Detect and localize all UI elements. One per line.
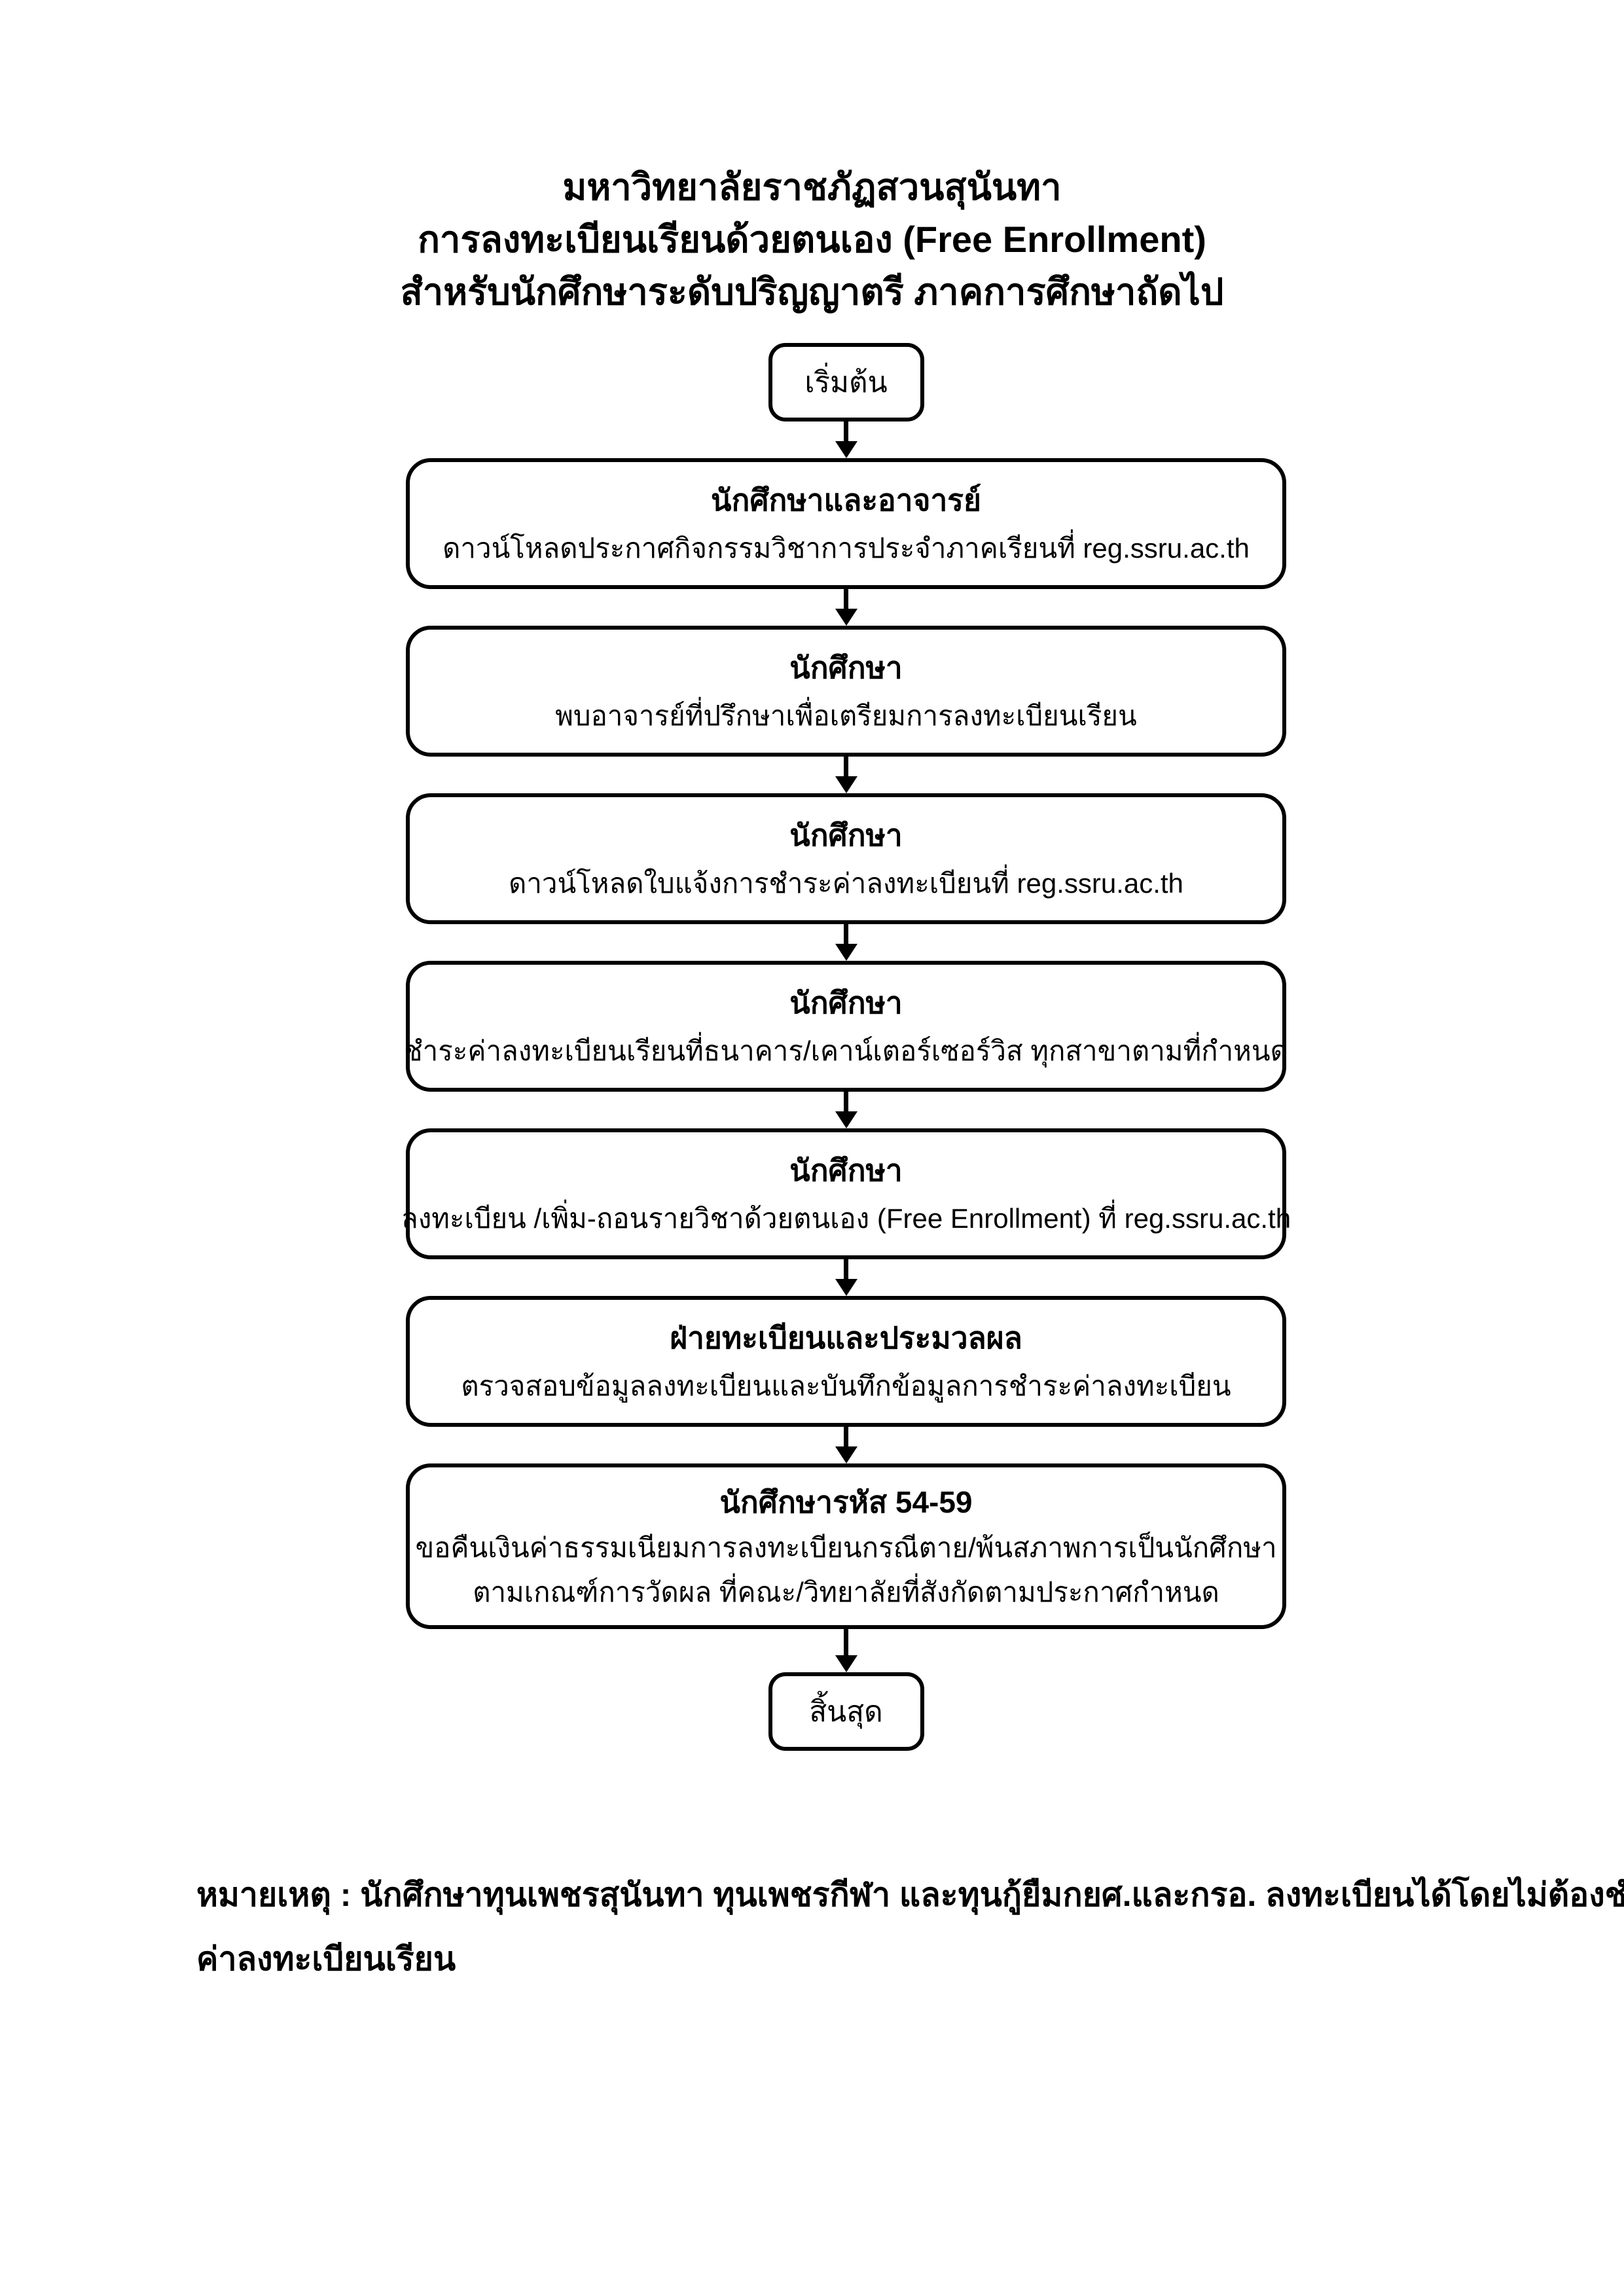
- step-actor: ฝ่ายทะเบียนและประมวลผล: [670, 1321, 1022, 1355]
- end-node-label: สิ้นสุด: [809, 1696, 883, 1728]
- title-line-audience: สำหรับนักศึกษาระดับปริญญาตรี ภาคการศึกษา…: [400, 271, 1224, 312]
- step-actor: นักศึกษารหัส 54-59: [719, 1484, 973, 1519]
- arrow-down-icon: [835, 757, 857, 793]
- arrow-down-icon: [835, 1629, 857, 1672]
- arrow-head: [835, 1111, 857, 1128]
- step-description: ดาวน์โหลดใบแจ้งการชำระค่าลงทะเบียนที่ re…: [509, 868, 1183, 899]
- title-line-university: มหาวิทยาลัยราชภัฏสวนสุนันทา: [562, 166, 1062, 207]
- flow-step-enroll-online: นักศึกษา ลงทะเบียน /เพิ่ม-ถอนรายวิชาด้วย…: [401, 1128, 1291, 1259]
- arrow-shaft: [844, 757, 848, 776]
- start-node: เริ่มต้น: [768, 343, 924, 422]
- flow-step-registrar-verify: ฝ่ายทะเบียนและประมวลผล ตรวจสอบข้อมูลลงทะ…: [406, 1296, 1286, 1427]
- arrow-head: [835, 1279, 857, 1296]
- arrow-head: [835, 609, 857, 626]
- arrow-head: [835, 776, 857, 793]
- flowchart: เริ่มต้น นักศึกษาและอาจารย์ ดาวน์โหลดประ…: [401, 343, 1291, 1751]
- footnote-line-1: หมายเหตุ : นักศึกษาทุนเพชรสุนันทา ทุนเพช…: [196, 1876, 1624, 1913]
- step-description: พบอาจารย์ที่ปรึกษาเพื่อเตรียมการลงทะเบีย…: [555, 700, 1137, 731]
- step-description: ดาวน์โหลดประกาศกิจกรรมวิชาการประจำภาคเรี…: [442, 533, 1250, 564]
- arrow-shaft: [844, 1427, 848, 1446]
- arrow-down-icon: [835, 1427, 857, 1463]
- start-node-label: เริ่มต้น: [804, 367, 888, 399]
- arrow-shaft: [844, 924, 848, 944]
- step-actor: นักศึกษา: [789, 818, 903, 852]
- step-actor: นักศึกษา: [789, 651, 903, 685]
- flow-step-meet-advisor: นักศึกษา พบอาจารย์ที่ปรึกษาเพื่อเตรียมกา…: [406, 626, 1286, 757]
- arrow-down-icon: [835, 422, 857, 458]
- step-actor: นักศึกษาและอาจารย์: [711, 483, 981, 517]
- arrow-shaft: [844, 1629, 848, 1655]
- flow-step-download-payment-slip: นักศึกษา ดาวน์โหลดใบแจ้งการชำระค่าลงทะเบ…: [406, 793, 1286, 924]
- flow-step-pay-fee: นักศึกษา ชำระค่าลงทะเบียนเรียนที่ธนาคาร/…: [404, 961, 1288, 1092]
- title-line-subject: การลงทะเบียนเรียนด้วยตนเอง (Free Enrollm…: [418, 219, 1206, 260]
- arrow-shaft: [844, 422, 848, 441]
- step-description: ชำระค่าลงทะเบียนเรียนที่ธนาคาร/เคาน์เตอร…: [404, 1035, 1288, 1066]
- footnote: หมายเหตุ : นักศึกษาทุนเพชรสุนันทา ทุนเพช…: [196, 1863, 1624, 1991]
- arrow-head: [835, 1446, 857, 1463]
- arrow-down-icon: [835, 924, 857, 961]
- end-node: สิ้นสุด: [768, 1672, 924, 1751]
- arrow-shaft: [844, 589, 848, 609]
- step-actor: นักศึกษา: [789, 1153, 903, 1187]
- step-description: ขอคืนเงินค่าธรรมเนียมการลงทะเบียนกรณีตาย…: [415, 1532, 1277, 1563]
- step-description: ตามเกณฑ์การวัดผล ที่คณะ/วิทยาลัยที่สังกั…: [473, 1576, 1219, 1607]
- arrow-head: [835, 1655, 857, 1672]
- arrow-down-icon: [835, 1092, 857, 1128]
- footnote-line-2: ค่าลงทะเบียนเรียน: [196, 1941, 456, 1977]
- step-description: ลงทะเบียน /เพิ่ม-ถอนรายวิชาด้วยตนเอง (Fr…: [401, 1203, 1291, 1234]
- arrow-shaft: [844, 1092, 848, 1111]
- flow-step-download-announcement: นักศึกษาและอาจารย์ ดาวน์โหลดประกาศกิจกรร…: [406, 458, 1286, 589]
- document-title: มหาวิทยาลัยราชภัฏสวนสุนันทา การลงทะเบียน…: [0, 161, 1624, 318]
- arrow-head: [835, 944, 857, 961]
- arrow-head: [835, 441, 857, 458]
- step-actor: นักศึกษา: [789, 986, 903, 1020]
- arrow-down-icon: [835, 589, 857, 626]
- step-description: ตรวจสอบข้อมูลลงทะเบียนและบันทึกข้อมูลการ…: [461, 1371, 1231, 1401]
- arrow-shaft: [844, 1259, 848, 1279]
- arrow-down-icon: [835, 1259, 857, 1296]
- flow-step-refund: นักศึกษารหัส 54-59 ขอคืนเงินค่าธรรมเนียม…: [406, 1463, 1286, 1629]
